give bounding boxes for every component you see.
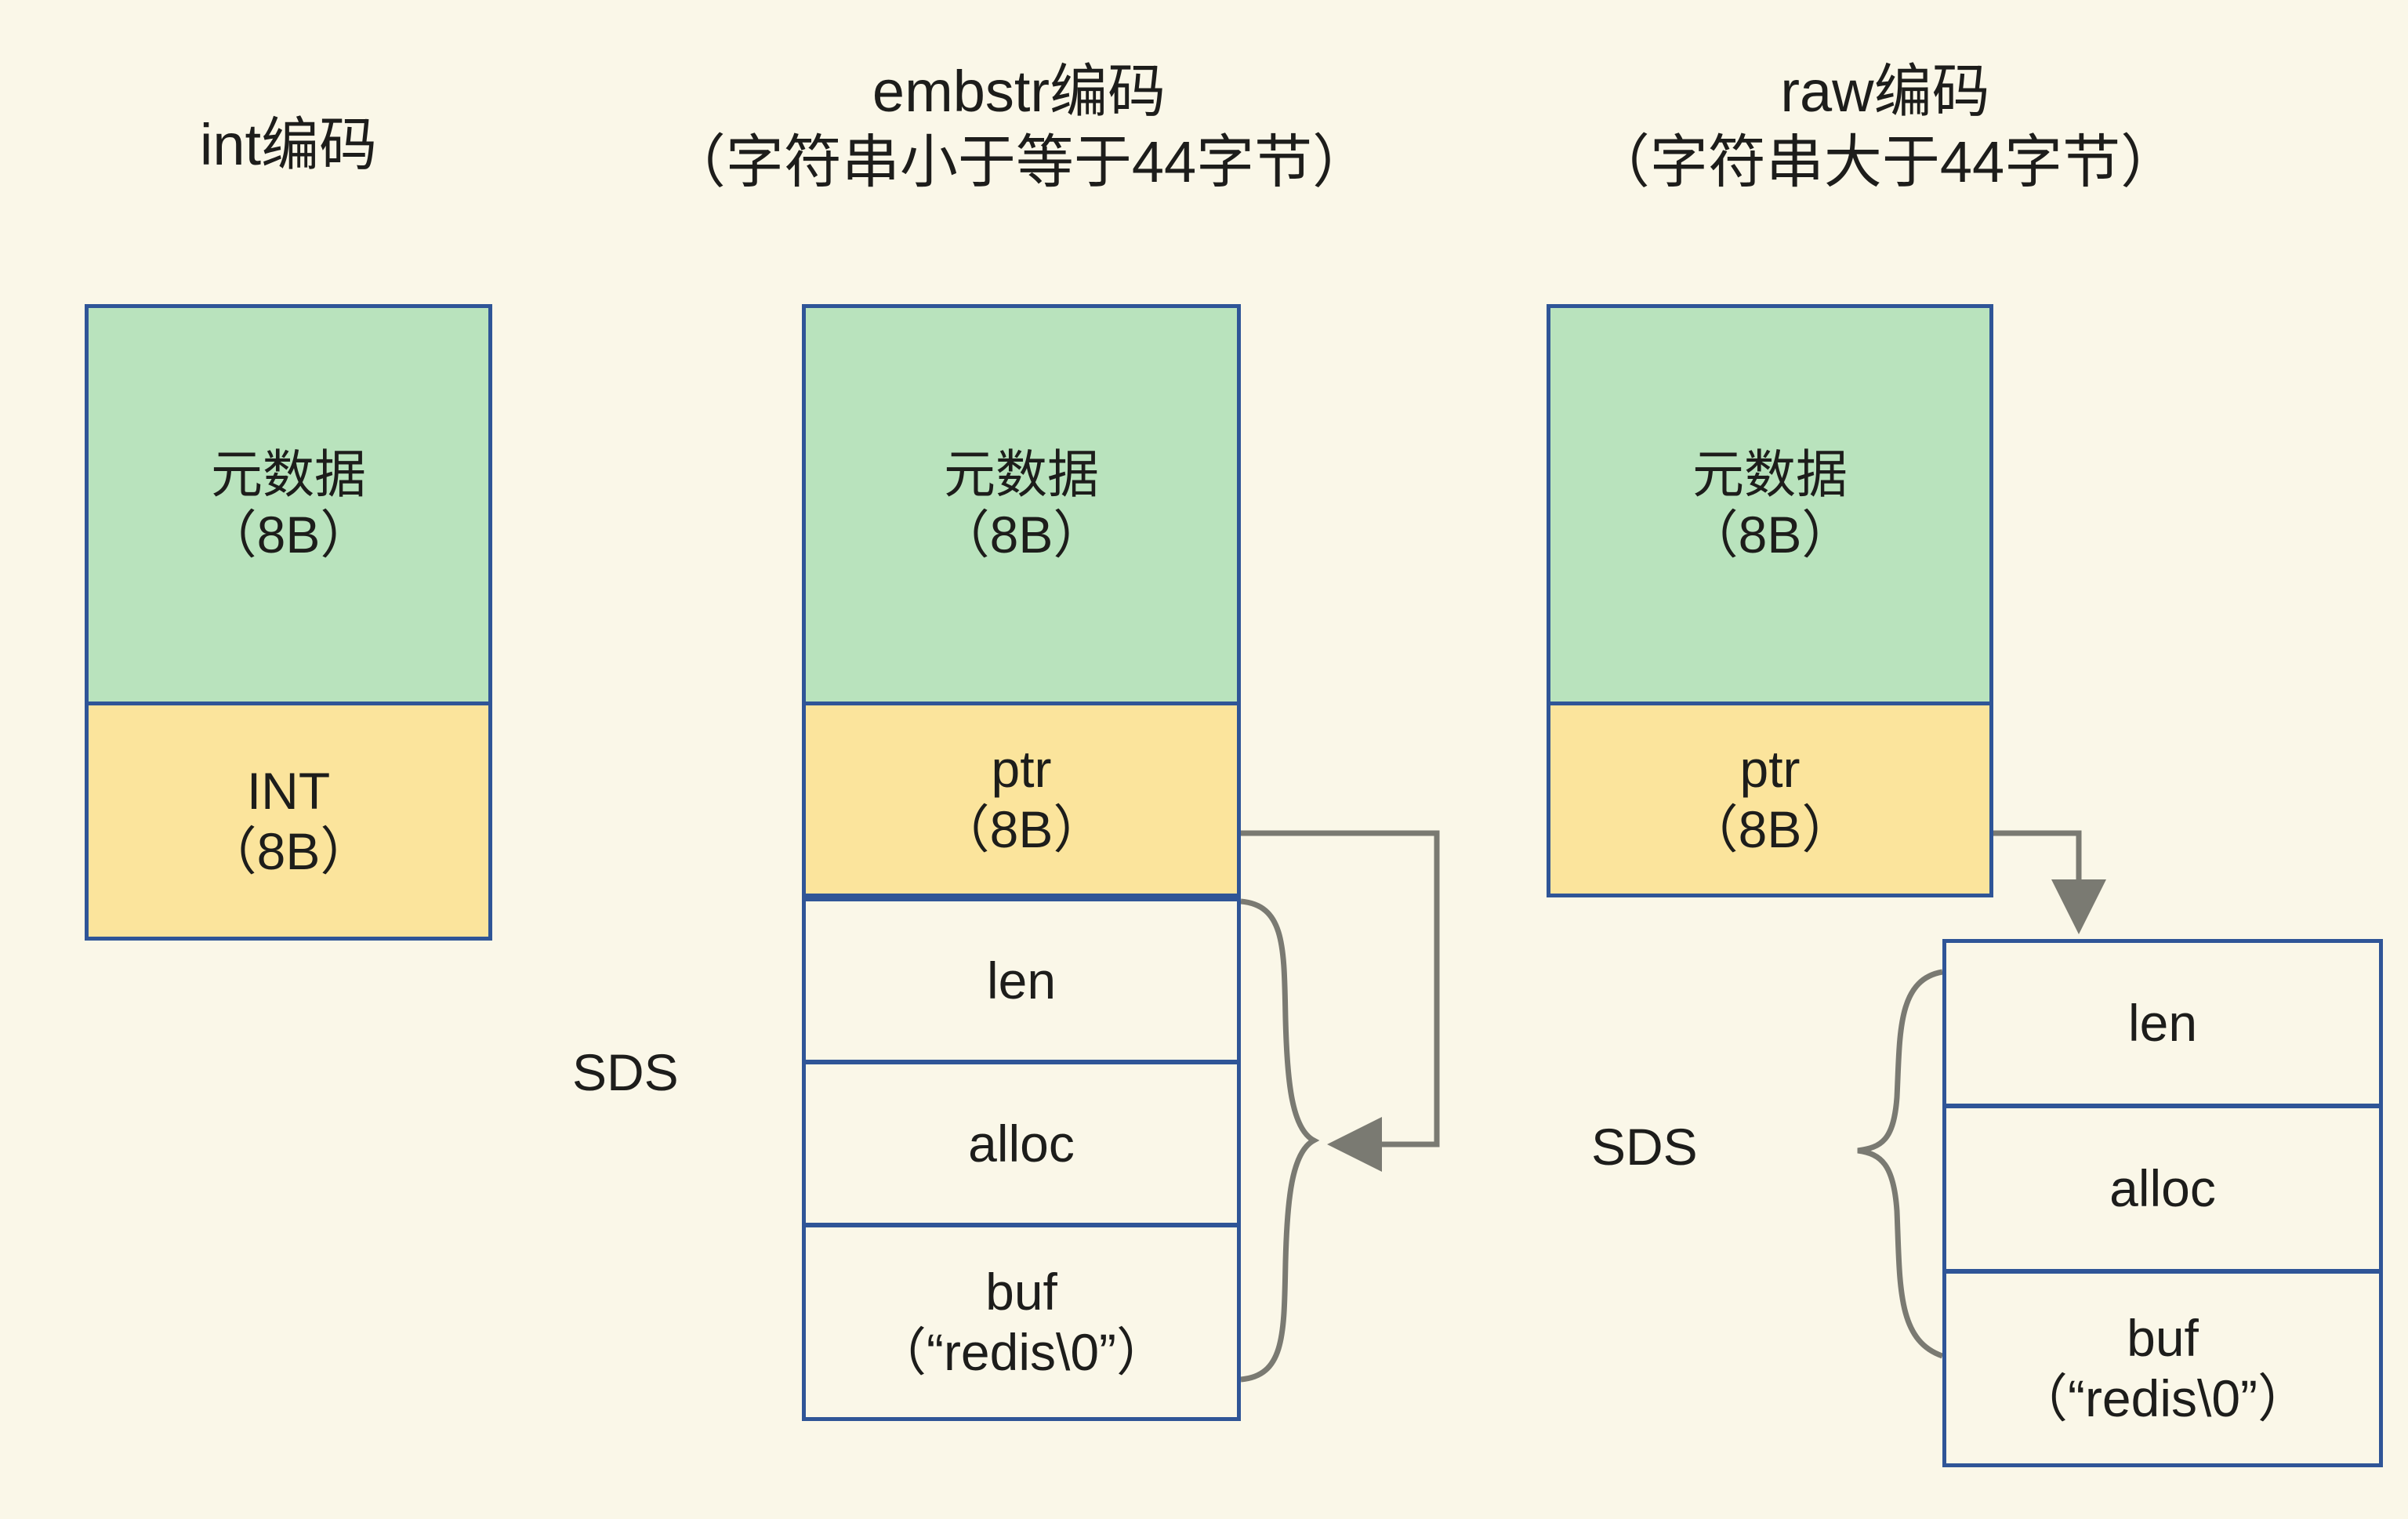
column-title-embstr-line2: （字符串小于等于44字节） xyxy=(667,129,1371,195)
embstr-sds-row-buf: buf （“redis\0”） xyxy=(802,1224,1241,1421)
raw-metadata-cell: 元数据 （8B） xyxy=(1547,304,1993,705)
column-title-int-line1: int编码 xyxy=(199,112,378,177)
embstr-ptr-line1: ptr xyxy=(991,740,1052,799)
raw-ptr-cell: ptr （8B） xyxy=(1547,701,1993,897)
embstr-ptr-cell: ptr （8B） xyxy=(802,701,1241,897)
connector-raw-ptr-to-sds xyxy=(1993,830,2106,934)
raw-ptr-line1: ptr xyxy=(1739,740,1801,799)
column-title-raw: raw编码 （字符串大于44字节） xyxy=(1489,56,2281,198)
connector-raw-sds-brace xyxy=(1857,969,1944,1359)
int-metadata-line2: （8B） xyxy=(205,506,372,564)
raw-sds-row-len: len xyxy=(1942,939,2383,1108)
embstr-ptr-line2: （8B） xyxy=(937,800,1105,858)
raw-ptr-line2: （8B） xyxy=(1686,800,1854,858)
raw-sds-row-buf: buf （“redis\0”） xyxy=(1942,1270,2383,1467)
embstr-sds-label: SDS xyxy=(572,1042,679,1102)
raw-sds-buf-value: （“redis\0”） xyxy=(2015,1369,2310,1427)
embstr-sds-row-len: len xyxy=(802,897,1241,1064)
column-title-embstr: embstr编码 （字符串小于等于44字节） xyxy=(619,56,1419,198)
embstr-sds-buf-value: （“redis\0”） xyxy=(874,1323,1169,1381)
int-value-line2: （8B） xyxy=(205,821,372,880)
int-metadata-line1: 元数据 xyxy=(211,445,366,504)
raw-sds-row-alloc: alloc xyxy=(1942,1104,2383,1273)
embstr-sds-len-label: len xyxy=(986,951,1057,1010)
column-title-raw-line2: （字符串大于44字节） xyxy=(1591,129,2179,195)
connector-embstr-ptr-to-sds xyxy=(1241,830,1440,1172)
raw-sds-label-text: SDS xyxy=(1591,1118,1698,1176)
raw-sds-len-label: len xyxy=(2127,994,2198,1053)
embstr-sds-buf-label: buf xyxy=(985,1263,1057,1321)
connector-embstr-sds-brace xyxy=(1240,898,1320,1383)
embstr-sds-label-text: SDS xyxy=(572,1043,679,1101)
raw-metadata-line1: 元数据 xyxy=(1692,445,1848,504)
raw-sds-buf-label: buf xyxy=(2127,1309,2199,1368)
embstr-metadata-line2: （8B） xyxy=(937,506,1105,564)
raw-sds-alloc-label: alloc xyxy=(2109,1159,2216,1218)
embstr-sds-row-alloc: alloc xyxy=(802,1060,1241,1227)
embstr-sds-alloc-label: alloc xyxy=(968,1114,1075,1173)
column-title-raw-line1: raw编码 xyxy=(1780,59,1990,124)
int-value-cell: INT （8B） xyxy=(85,701,492,941)
raw-sds-label: SDS xyxy=(1591,1117,1698,1176)
int-metadata-cell: 元数据 （8B） xyxy=(85,304,492,705)
embstr-metadata-line1: 元数据 xyxy=(944,445,1099,504)
int-value-line1: INT xyxy=(246,761,331,820)
column-title-int: int编码 xyxy=(85,110,492,180)
embstr-metadata-cell: 元数据 （8B） xyxy=(802,304,1241,705)
column-title-embstr-line1: embstr编码 xyxy=(872,59,1166,124)
raw-metadata-line2: （8B） xyxy=(1686,506,1854,564)
